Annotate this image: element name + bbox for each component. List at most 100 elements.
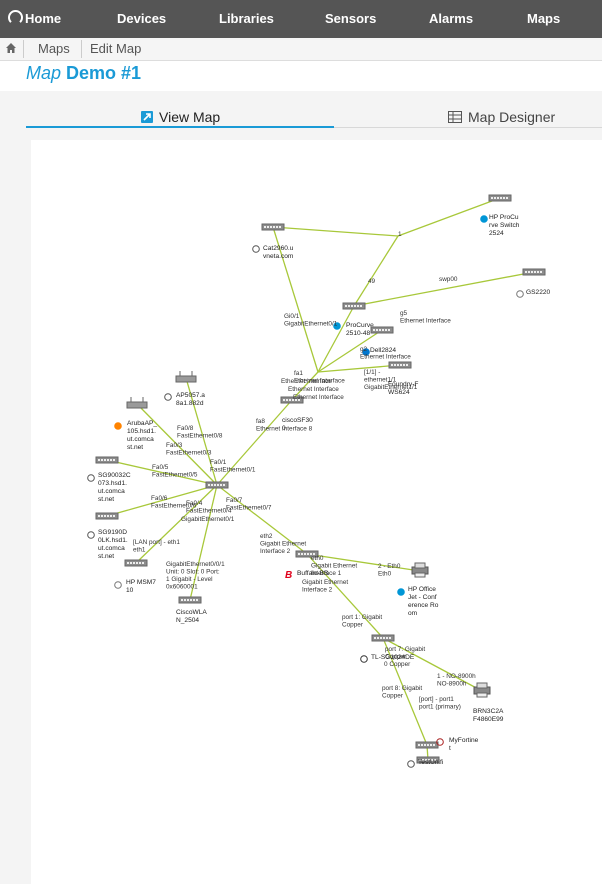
breadcrumb-maps[interactable]: Maps [38, 41, 70, 56]
map-link[interactable] [185, 377, 218, 486]
node-label: 0LK.hsd1. [98, 537, 128, 544]
switch-icon[interactable] [370, 326, 394, 334]
switch-icon[interactable] [95, 456, 119, 464]
switch-icon[interactable] [124, 559, 148, 567]
link-label: Fa0/1 [210, 459, 227, 466]
switch-icon[interactable] [416, 756, 440, 764]
nav-maps[interactable]: Maps [527, 11, 561, 26]
node-label: BRN3C2A [473, 708, 504, 715]
link-label: GigabitEthernet0/1 [181, 516, 235, 523]
map-link[interactable] [382, 637, 483, 692]
nav-home[interactable]: Home [8, 0, 61, 38]
page-title: Map Demo #1 [26, 63, 141, 84]
link-label: Ethernet Interface [293, 394, 344, 401]
node-label: N_2504 [176, 617, 199, 624]
access-point-icon[interactable] [126, 397, 148, 409]
switch-icon[interactable] [415, 741, 439, 749]
switch-icon[interactable] [205, 481, 229, 489]
page-title-prefix: Map [26, 63, 62, 83]
map-link[interactable] [306, 553, 384, 639]
link-label: Ethernet Interface [400, 318, 451, 325]
node-label: Foundry-F [388, 381, 418, 388]
tplink-badge-icon [360, 655, 368, 663]
map-link[interactable] [106, 484, 218, 517]
nav-sensors[interactable]: Sensors [325, 11, 377, 26]
switch-icon[interactable] [371, 634, 395, 642]
map-link[interactable] [136, 403, 218, 486]
link-label: Fa0/8 [177, 425, 194, 432]
link-label: Gigabit Ethernet [302, 579, 348, 586]
link-label: GigabitEthernet1/1 [364, 384, 418, 391]
aruba-badge-icon [114, 422, 122, 430]
nav-devices[interactable]: Devices [117, 11, 167, 26]
node-label: AP5057.a [176, 392, 205, 399]
tab-map-designer[interactable]: Map Designer [448, 106, 555, 128]
link-label: FastEthernet0/3 [166, 450, 212, 457]
link-label: 1 [398, 231, 402, 238]
map-link[interactable] [353, 235, 399, 307]
map-link[interactable] [272, 226, 399, 237]
switch-icon[interactable] [95, 512, 119, 520]
link-label: 0x6060001 [166, 584, 198, 591]
link-label: Interface 1 [311, 570, 342, 577]
map-link[interactable] [317, 329, 383, 373]
nav-alarms[interactable]: Alarms [429, 11, 474, 26]
breadcrumb: Maps Edit Map [0, 38, 602, 61]
link-label: FastEthernet0/1 [210, 467, 256, 474]
map-link[interactable] [291, 371, 319, 401]
switch-icon[interactable] [261, 223, 285, 231]
printer-icon[interactable] [473, 682, 491, 698]
tab-view-map[interactable]: View Map [141, 106, 220, 128]
link-label: Interface 2 [302, 587, 333, 594]
map-link[interactable] [135, 484, 218, 564]
link-label: port 8: Gigabit [382, 685, 422, 692]
link-label: Gi0/1 [284, 313, 300, 320]
switch-icon[interactable] [388, 361, 412, 369]
map-link[interactable] [353, 271, 535, 307]
switch-icon[interactable] [280, 396, 304, 404]
switch-icon[interactable] [178, 596, 202, 604]
map-link[interactable] [317, 364, 401, 373]
node-label: t [449, 745, 451, 752]
map-link[interactable] [216, 399, 293, 486]
node-label: 10 [126, 587, 134, 594]
switch-icon[interactable] [295, 550, 319, 558]
cisco-badge-icon [87, 474, 95, 482]
map-link[interactable] [397, 197, 501, 237]
node-label: vneta.com [263, 253, 294, 260]
link-label: Copper [385, 654, 407, 661]
map-link[interactable] [317, 305, 355, 373]
breadcrumb-home-icon[interactable] [5, 39, 17, 61]
map-link[interactable] [382, 637, 428, 746]
switch-icon[interactable] [342, 302, 366, 310]
node-label: SG9190D [98, 529, 127, 536]
map-link[interactable] [189, 484, 218, 601]
link-label: fa8 [256, 418, 265, 425]
link-label: NO-8900h [437, 681, 467, 688]
network-map[interactable]: HP ProCurve Switch2524Cat2960.uvneta.com… [31, 140, 602, 884]
link-label: 1 - NO-8900h [437, 673, 476, 680]
switch-icon[interactable] [522, 268, 546, 276]
node-label: ProCurve [346, 322, 374, 329]
access-point-icon[interactable] [175, 371, 197, 383]
link-label: Fa0/5 [152, 464, 169, 471]
node-label: 2524 [489, 230, 504, 237]
map-link[interactable] [106, 459, 218, 486]
link-label: Ethernet Interface 8 [256, 426, 313, 433]
node-label: WS624 [388, 389, 410, 396]
map-link[interactable] [216, 484, 308, 555]
link-label: 2 - Eth0 [378, 563, 401, 570]
nav-libraries[interactable]: Libraries [219, 11, 274, 26]
link-label: FastEthernet0/5 [152, 472, 198, 479]
link-label: 1 Gigabit - Level [166, 576, 213, 583]
node-label: ciscoSF30 [282, 417, 313, 424]
printer-icon[interactable] [411, 562, 429, 578]
switch-icon[interactable] [488, 194, 512, 202]
map-link[interactable] [306, 553, 421, 572]
map-link[interactable] [272, 226, 319, 373]
link-label: port1 (primary) [419, 704, 461, 711]
designer-grid-icon [448, 111, 462, 123]
node-label: Buffalo-BS [297, 570, 329, 577]
node-label: erence Ro [408, 602, 439, 609]
